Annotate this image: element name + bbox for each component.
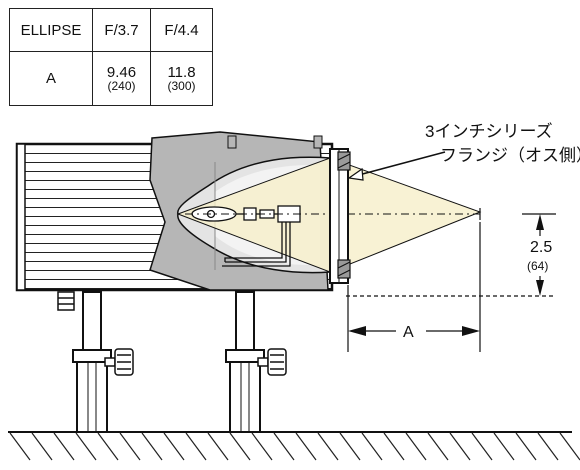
flange-callout-line1: 3インチシリーズ: [425, 122, 553, 141]
floor-hatch-line: [559, 432, 580, 461]
height-dimension: [346, 213, 556, 297]
lamp-wiring: [222, 222, 291, 267]
floor-hatch-line: [537, 432, 559, 461]
flange-callout-line2: フランジ（オス側）: [440, 146, 580, 165]
spec-table-header-row: ELLIPSE F/3.7 F/4.4: [9, 8, 213, 52]
floor-hatch-line: [405, 432, 427, 461]
floor-hatch-line: [273, 432, 295, 461]
floor-hatch-line: [31, 432, 53, 461]
floor-hatch-line: [295, 432, 317, 461]
distance-dimension: [347, 222, 481, 352]
row-label-a: A: [9, 51, 93, 106]
floor-hatch-line: [427, 432, 449, 461]
flange-callout-leader: [347, 151, 446, 181]
flange-bottom-block: [337, 259, 351, 279]
height-dimension-metric: (64): [527, 259, 548, 273]
floor-hatch-line: [75, 432, 97, 461]
header-f37: F/3.7: [92, 8, 151, 52]
floor-hatch-line: [515, 432, 537, 461]
floor-hatch-line: [361, 432, 383, 461]
floor-hatch-line: [119, 432, 141, 461]
right-stand-knob-icon: [267, 348, 287, 376]
floor-hatch-line: [339, 432, 361, 461]
floor-hatch-line: [383, 432, 405, 461]
floor-hatch-line: [229, 432, 251, 461]
cell-f44-main: 11.8: [167, 63, 196, 81]
cell-f44: 11.8 (300): [150, 51, 213, 106]
floor-hatch-line: [9, 432, 31, 461]
header-ellipse: ELLIPSE: [9, 8, 93, 52]
floor-hatch-line: [53, 432, 75, 461]
floor-hatch-line: [449, 432, 471, 461]
cell-f37: 9.46 (240): [92, 51, 151, 106]
left-stand: [72, 291, 116, 433]
floor-hatch-line: [97, 432, 119, 461]
floor-hatch-line: [493, 432, 515, 461]
floor-hatch-line: [471, 432, 493, 461]
height-dimension-value: 2.5: [530, 239, 552, 256]
floor-hatch-line: [163, 432, 185, 461]
distance-dimension-label: A: [403, 324, 414, 341]
floor-hatch-line: [185, 432, 207, 461]
power-connector-icon: [57, 291, 75, 311]
floor-hatch-line: [317, 432, 339, 461]
flange: [329, 148, 351, 284]
cell-f37-sub: (240): [107, 78, 136, 93]
cell-f44-sub: (300): [167, 78, 196, 93]
cell-f37-main: 9.46: [106, 63, 137, 81]
spec-table-row-a: A 9.46 (240) 11.8 (300): [9, 51, 213, 106]
floor-hatching: [8, 431, 580, 461]
left-stand-knob-icon: [114, 348, 134, 376]
floor-hatch-line: [207, 432, 229, 461]
spec-table: ELLIPSE F/3.7 F/4.4 A 9.46 (240) 11.8 (3…: [9, 8, 213, 106]
flange-top-block: [337, 151, 351, 171]
floor-hatch-line: [251, 432, 273, 461]
floor-hatch-line: [141, 432, 163, 461]
right-stand: [225, 291, 269, 433]
